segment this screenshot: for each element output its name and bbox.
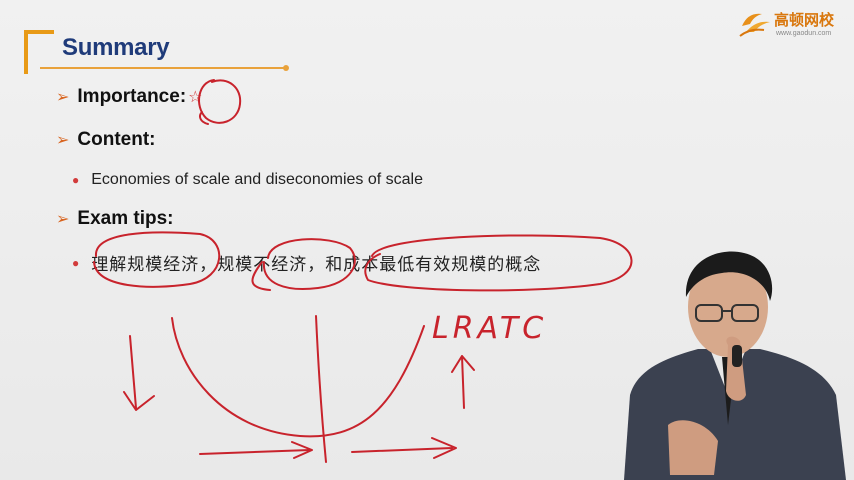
bullet-dot-icon: ● <box>72 255 80 270</box>
title-bracket <box>24 30 54 74</box>
lratc-label: LRATC <box>432 311 547 346</box>
up-arrow-mark <box>451 355 475 409</box>
min-efficient-line <box>315 315 327 463</box>
content-bullet: ● Economies of scale and diseconomies of… <box>72 171 423 189</box>
right-arrow-mark-1 <box>199 441 313 459</box>
slide-title: Summary <box>62 34 170 61</box>
star-circle-mark <box>198 79 242 125</box>
arrow-bullet-icon: ➢ <box>56 211 70 228</box>
exam-tips-bullet: ● 理解规模经济，规模不经济，和成本最低有效规模的概念 <box>72 250 541 275</box>
arrow-bullet-icon: ➢ <box>56 132 70 149</box>
importance-heading: ➢ Importance: ☆ <box>56 86 203 108</box>
gaodun-logo: 高顿网校 www.gaodun.com <box>738 6 848 40</box>
exam-tips-label: Exam tips: <box>77 208 174 229</box>
right-arrow-mark-2 <box>351 437 457 459</box>
content-heading: ➢ Content: <box>56 129 156 151</box>
gaodun-logo-icon <box>739 13 770 37</box>
bullet-dot-icon: ● <box>72 173 80 187</box>
down-arrow-mark <box>123 335 155 411</box>
star-icon: ☆ <box>188 89 203 106</box>
title-underline <box>40 67 286 69</box>
content-bullet-text: Economies of scale and diseconomies of s… <box>91 171 423 188</box>
logo-url: www.gaodun.com <box>776 30 832 37</box>
lratc-curve <box>171 317 425 438</box>
content-label: Content: <box>77 129 156 150</box>
presenter-video <box>624 251 846 480</box>
arrow-bullet-icon: ➢ <box>56 89 70 106</box>
title-underline-dot <box>283 65 289 71</box>
importance-label: Importance: <box>77 86 187 107</box>
exam-tips-heading: ➢ Exam tips: <box>56 208 174 230</box>
exam-tips-bullet-text: 理解规模经济，规模不经济，和成本最低有效规模的概念 <box>91 255 542 275</box>
logo-name: 高顿网校 <box>774 11 835 29</box>
